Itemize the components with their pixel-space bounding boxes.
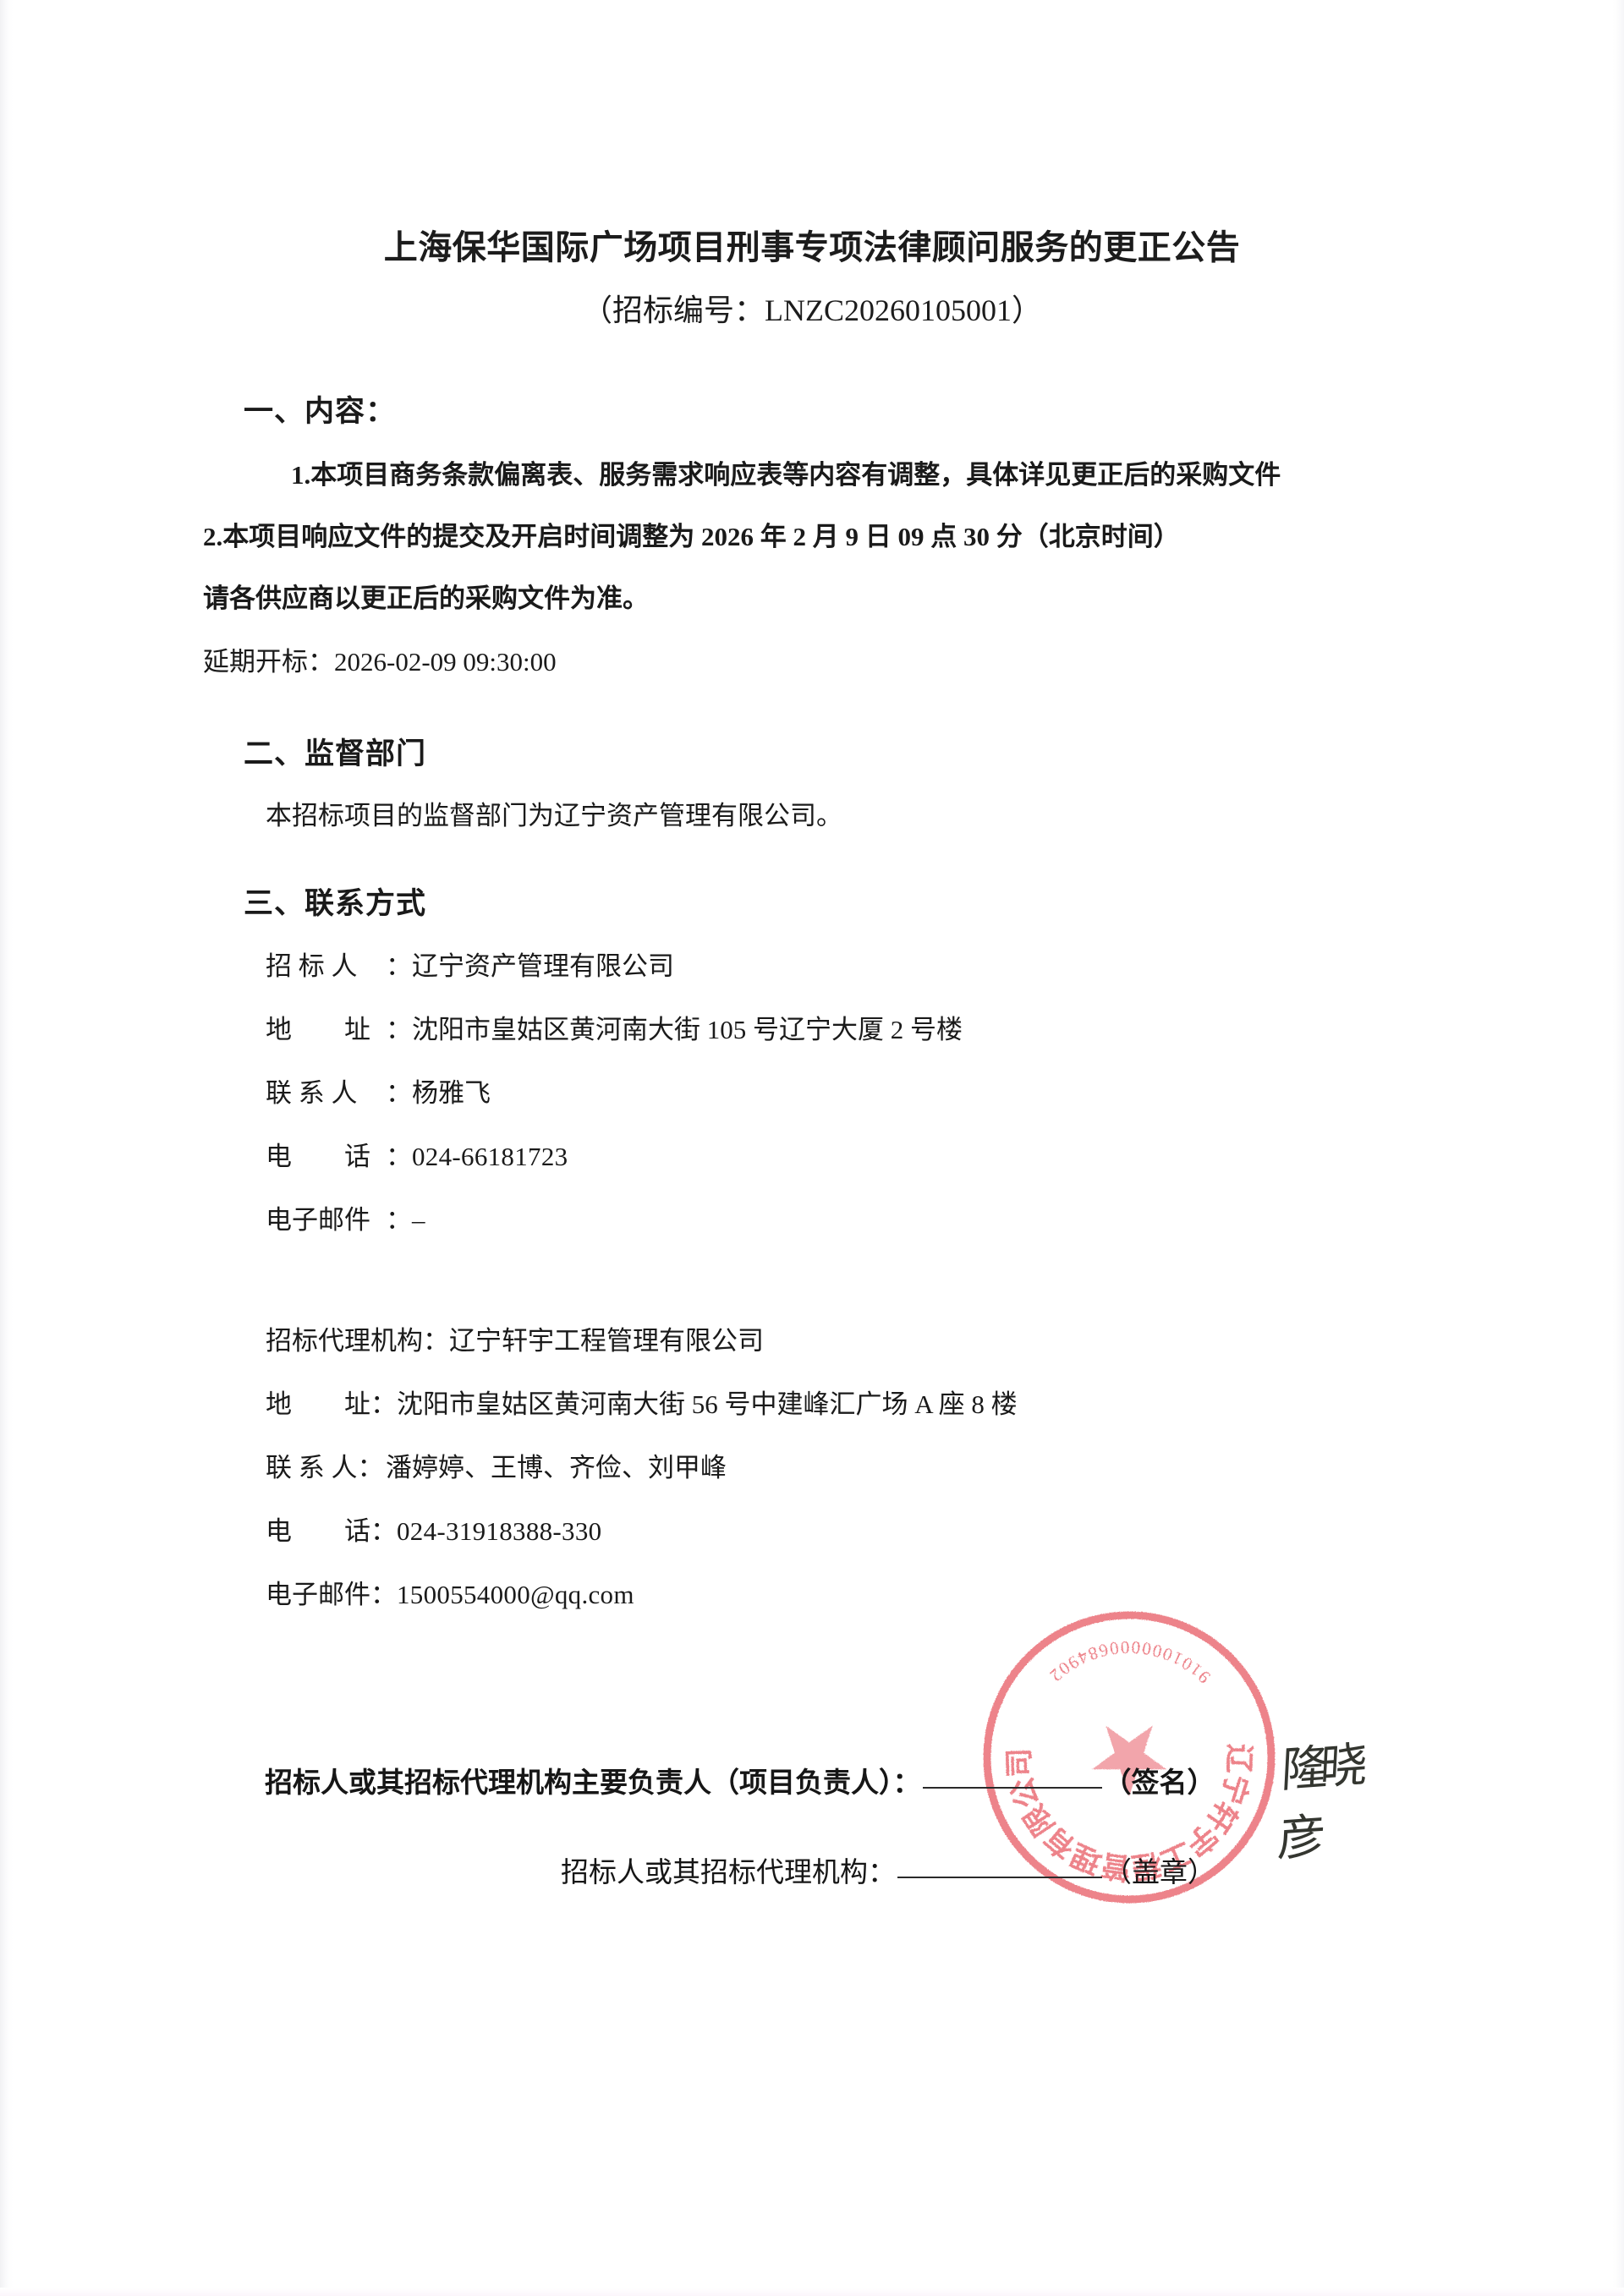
- seal-blank-rule[interactable]: [897, 1877, 1102, 1879]
- tenderer-phone-label: 电 话: [266, 1142, 370, 1172]
- tenderer-name-value: 辽宁资产管理有限公司: [412, 951, 674, 982]
- signature-area: 招标人或其招标代理机构主要负责人（项目负责人）：（签名） 隆晓彦 招标人或其招标…: [244, 1740, 1370, 1890]
- tender-number-line: （招标编号：LNZC20260105001）: [0, 269, 1624, 330]
- document-content: 上海保华国际广场项目刑事专项法律顾问服务的更正公告 （招标编号：LNZC2026…: [0, 228, 1624, 1890]
- section-2-heading: 二、监督部门: [244, 737, 427, 771]
- agency-phone-value: 024-31918388-330: [397, 1516, 602, 1547]
- section-3-heading: 三、联系方式: [244, 886, 427, 920]
- section-1-heading: 一、内容：: [244, 395, 397, 428]
- colon: ：: [386, 951, 412, 982]
- responsible-person-label: 招标人或其招标代理机构主要负责人（项目负责人）：: [265, 1768, 921, 1800]
- agency-email-value: 1500554000@qq.com: [397, 1580, 634, 1610]
- section-2-body: 本招标项目的监督部门为辽宁资产管理有限公司。: [266, 800, 842, 830]
- tenderer-name-row: 招 标 人 ： 辽宁资产管理有限公司: [244, 945, 1370, 983]
- responsible-person-line: 招标人或其招标代理机构主要负责人（项目负责人）： （签名）: [244, 1760, 1370, 1800]
- tender-number-code: LNZC20260105001: [765, 293, 1012, 327]
- scan-edge-bottom: [0, 2288, 1624, 2296]
- colon: ：: [386, 1205, 412, 1236]
- tender-number-suffix: ）: [1012, 293, 1043, 327]
- seal-note: （盖章）: [1104, 1858, 1215, 1889]
- signature-blank-rule[interactable]: [922, 1787, 1102, 1789]
- tenderer-address-label: 地 址: [266, 1015, 370, 1045]
- document-body: 一、内容： 1.本项目商务条款偏离表、服务需求响应表等内容有调整，具体详见更正后…: [0, 330, 1624, 1890]
- tenderer-name-label: 招 标 人: [266, 951, 358, 982]
- agency-contact-block: 招标代理机构：辽宁轩宇工程管理有限公司 地 址： 沈阳市皇姑区黄河南大街 56 …: [244, 1319, 1370, 1611]
- agency-address-row: 地 址： 沈阳市皇姑区黄河南大街 56 号中建峰汇广场 A 座 8 楼: [244, 1383, 1370, 1421]
- agency-email-row: 电子邮件： 1500554000@qq.com: [244, 1573, 1370, 1611]
- agency-org-row: 招标代理机构：辽宁轩宇工程管理有限公司: [244, 1319, 1370, 1357]
- tenderer-address-value: 沈阳市皇姑区黄河南大街 105 号辽宁大厦 2 号楼: [412, 1015, 963, 1045]
- tenderer-contact-value: 杨雅飞: [412, 1078, 491, 1109]
- colon: ：: [386, 1015, 412, 1045]
- section-1-item-2: 2.本项目响应文件的提交及开启时间调整为 2026 年 2 月 9 日 09 点…: [203, 522, 1180, 552]
- agency-address-label: 地 址：: [266, 1389, 397, 1420]
- page-title: 上海保华国际广场项目刑事专项法律顾问服务的更正公告: [383, 228, 1241, 266]
- tenderer-contact-row: 联 系 人 ： 杨雅飞: [244, 1071, 1370, 1110]
- tenderer-phone-row: 电 话 ： 024-66181723: [244, 1135, 1370, 1173]
- section-1-item-1: 1.本项目商务条款偏离表、服务需求响应表等内容有调整，具体详见更正后的采购文件: [291, 459, 1281, 490]
- agency-org-label: 招标代理机构：: [266, 1326, 449, 1356]
- agency-org-value: 辽宁轩宇工程管理有限公司: [449, 1326, 764, 1356]
- tenderer-contact-block: 招 标 人 ： 辽宁资产管理有限公司 地 址 ： 沈阳市皇姑区黄河南大街 105…: [244, 945, 1370, 1236]
- tenderer-email-value: –: [412, 1205, 425, 1236]
- seal-line-label: 招标人或其招标代理机构：: [561, 1858, 896, 1889]
- section-1-item-3: 请各供应商以更正后的采购文件为准。: [203, 584, 649, 614]
- section-1-item-4: 延期开标：2026-02-09 09:30:00: [203, 647, 557, 677]
- agency-phone-label: 电 话：: [266, 1516, 397, 1547]
- signature-note: （签名）: [1103, 1768, 1215, 1800]
- tender-number-prefix: （招标编号：: [581, 293, 765, 327]
- seal-line: 招标人或其招标代理机构： （盖章）: [244, 1849, 1370, 1890]
- tenderer-phone-value: 024-66181723: [412, 1142, 568, 1172]
- agency-contact-label: 联 系 人：: [266, 1453, 384, 1483]
- colon: ：: [386, 1078, 412, 1109]
- tenderer-address-row: 地 址 ： 沈阳市皇姑区黄河南大街 105 号辽宁大厦 2 号楼: [244, 1008, 1370, 1046]
- colon: ：: [386, 1142, 412, 1172]
- agency-contact-value: 潘婷婷、王博、齐俭、刘甲峰: [386, 1453, 727, 1483]
- tenderer-contact-label: 联 系 人: [266, 1078, 358, 1109]
- agency-address-value: 沈阳市皇姑区黄河南大街 56 号中建峰汇广场 A 座 8 楼: [397, 1389, 1018, 1420]
- agency-email-label: 电子邮件：: [266, 1580, 397, 1610]
- agency-phone-row: 电 话： 024-31918388-330: [244, 1510, 1370, 1548]
- tenderer-email-label: 电子邮件: [266, 1205, 370, 1236]
- tenderer-email-row: 电子邮件 ： –: [244, 1198, 1370, 1236]
- agency-contact-row: 联 系 人： 潘婷婷、王博、齐俭、刘甲峰: [244, 1446, 1370, 1484]
